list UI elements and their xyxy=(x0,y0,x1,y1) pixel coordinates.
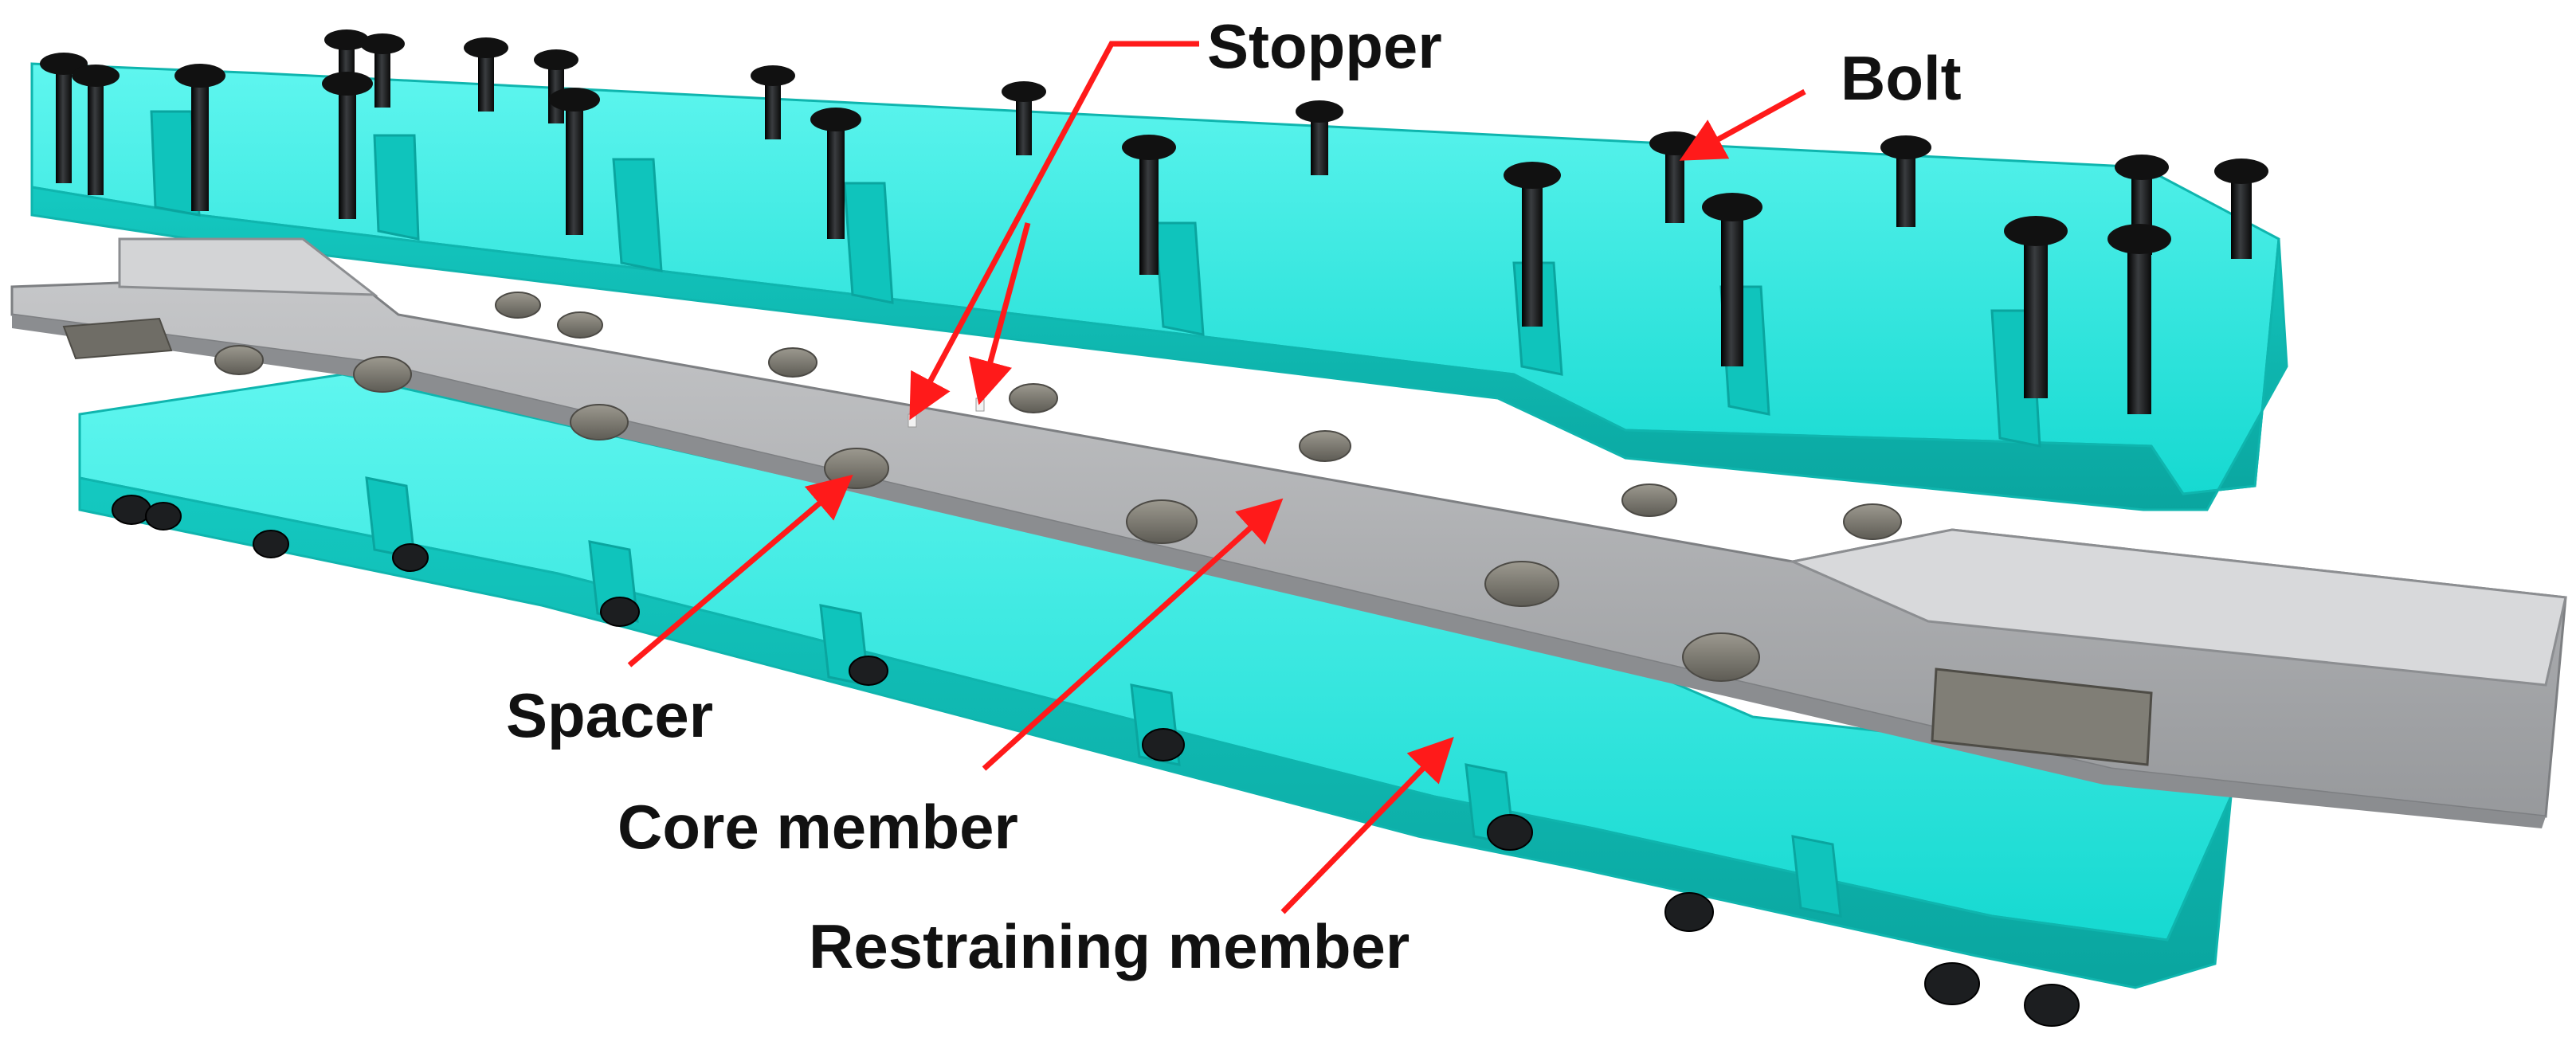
nut xyxy=(392,543,429,572)
spacer xyxy=(1009,383,1058,413)
end-plates xyxy=(62,317,2153,766)
nut xyxy=(112,495,151,525)
nut xyxy=(2024,984,2080,1027)
bolt xyxy=(549,88,600,235)
bolt xyxy=(72,65,120,195)
spacer xyxy=(768,347,817,378)
spacer-label: Spacer xyxy=(506,680,713,750)
nut xyxy=(600,597,640,627)
nut xyxy=(1487,814,1533,851)
bolt xyxy=(1296,100,1343,175)
stopper-left xyxy=(908,413,917,428)
bolt xyxy=(810,108,861,239)
end-plate-left xyxy=(62,317,173,360)
core-member-left-end xyxy=(118,237,378,296)
bolt xyxy=(322,72,373,219)
spacers xyxy=(214,292,1902,682)
spacer-arrow xyxy=(627,474,853,668)
upper-member-side-face xyxy=(30,186,2288,511)
bolt xyxy=(2107,224,2171,414)
stopper-label: Stopper xyxy=(1207,11,1442,81)
bolt xyxy=(464,37,508,112)
leader-arrows xyxy=(627,41,1806,914)
core-member-right-end xyxy=(1789,528,2567,687)
bolt xyxy=(174,64,225,211)
core-member-arrow xyxy=(982,498,1284,771)
core-member-edge xyxy=(12,315,2546,828)
nut xyxy=(849,656,888,686)
bolt-arrow xyxy=(1679,88,1806,161)
stopper-arrow-left xyxy=(909,41,1199,421)
spacer xyxy=(1682,632,1760,682)
bolt-label: Bolt xyxy=(1841,43,1962,113)
bolt xyxy=(1002,81,1046,155)
end-plate-right xyxy=(1931,668,2153,766)
stopper-right xyxy=(975,397,985,412)
bolt xyxy=(751,65,795,139)
bolt xyxy=(1702,193,1762,366)
bolt xyxy=(2004,216,2068,398)
bolt xyxy=(1122,135,1176,275)
restraining-member-arrow xyxy=(1280,736,1454,914)
spacer xyxy=(495,292,541,319)
nut xyxy=(1924,962,1980,1005)
upper-restraining-member xyxy=(30,62,2288,511)
restraining-member-label: Restraining member xyxy=(809,911,1410,981)
spacer xyxy=(1126,499,1198,544)
nut xyxy=(253,530,289,558)
spacer xyxy=(1299,430,1351,462)
core-member xyxy=(10,237,2567,828)
bolt xyxy=(40,53,88,183)
bolt xyxy=(1880,135,1931,227)
spacer xyxy=(1843,503,1902,540)
bolts xyxy=(40,29,2268,414)
spacer xyxy=(214,345,264,375)
nut xyxy=(1664,892,1714,932)
spacer xyxy=(557,311,603,339)
bolt xyxy=(2214,159,2268,259)
spacer xyxy=(1621,484,1677,517)
spacer xyxy=(353,356,412,393)
bolt xyxy=(1504,162,1561,327)
nut xyxy=(145,502,182,530)
spacer xyxy=(570,404,629,440)
nut xyxy=(1142,728,1185,761)
bolt xyxy=(360,33,405,108)
spacer xyxy=(824,448,889,489)
spacer xyxy=(1484,561,1559,607)
core-member-label: Core member xyxy=(618,792,1018,862)
stopper-arrow-right xyxy=(968,222,1031,405)
nuts xyxy=(112,495,2080,1027)
